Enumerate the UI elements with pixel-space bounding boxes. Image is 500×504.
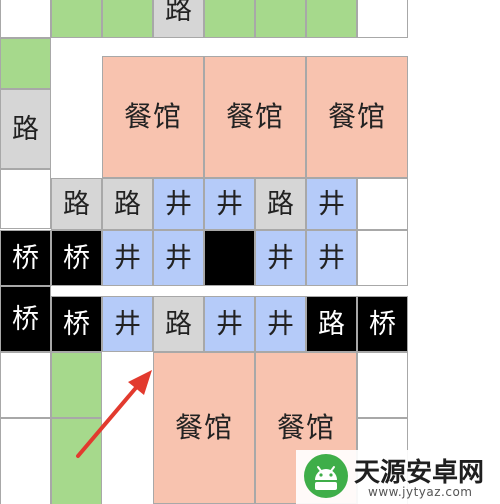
restaurant-label: 餐馆 (327, 100, 386, 133)
restaurant-block: 餐馆 (153, 352, 255, 504)
arrow-head (128, 370, 152, 395)
tile-road: 路 (153, 296, 204, 352)
tile-label: 井 (216, 188, 243, 220)
restaurant-block: 餐馆 (306, 56, 408, 178)
tile-bridge: 桥 (357, 296, 408, 352)
tile-road: 路 (51, 178, 102, 230)
tile-label: 路 (12, 113, 39, 145)
tile-empty (357, 230, 408, 286)
tile-empty (0, 418, 51, 504)
tile-label: 桥 (369, 308, 396, 340)
restaurant-label: 餐馆 (174, 411, 233, 444)
tile-label: 路 (165, 308, 192, 340)
tile-label: 井 (318, 242, 345, 274)
tile-label: 井 (318, 188, 345, 220)
tile-well: 井 (153, 230, 204, 286)
watermark: 天源安卓网 www.jytyaz.com (296, 450, 500, 504)
restaurant-label: 餐馆 (276, 411, 335, 444)
tile-label: 桥 (63, 242, 90, 274)
tile-empty (357, 352, 408, 418)
tile-grass (255, 0, 306, 38)
tile-road: 路 (102, 178, 153, 230)
tile-label: 路 (114, 188, 141, 220)
tile-road: 路 (255, 178, 306, 230)
restaurant-label: 餐馆 (225, 100, 284, 133)
tile-well: 井 (306, 178, 357, 230)
tile-label: 桥 (12, 303, 39, 335)
tile-grass (51, 0, 102, 38)
tile-label: 桥 (12, 242, 39, 274)
tile-label: 桥 (63, 308, 90, 340)
restaurant-block: 餐馆 (204, 56, 306, 178)
tile-label: 井 (165, 188, 192, 220)
tile-well: 井 (102, 296, 153, 352)
tile-grass (51, 418, 102, 504)
tile-empty (357, 178, 408, 230)
restaurant-block: 餐馆 (102, 56, 204, 178)
tile-empty (0, 169, 51, 229)
tile-empty (357, 0, 408, 38)
tile-label: 路 (318, 308, 345, 340)
tile-label: 井 (114, 308, 141, 340)
tile-empty (0, 352, 51, 418)
tile-well: 井 (255, 230, 306, 286)
tile-label: 路 (267, 188, 294, 220)
tile-grass (102, 0, 153, 38)
tile-well: 井 (255, 296, 306, 352)
android-logo-icon (304, 454, 348, 498)
watermark-url: www.jytyaz.com (368, 485, 473, 499)
tile-empty (0, 0, 51, 38)
tile-label: 井 (267, 242, 294, 274)
tile-bridge: 桥 (51, 296, 102, 352)
tile-well: 井 (306, 230, 357, 286)
watermark-title: 天源安卓网 (354, 458, 485, 488)
tile-label: 井 (114, 242, 141, 274)
tile-bridge: 桥 (0, 286, 51, 352)
tile-grass (0, 38, 51, 89)
tile-label: 井 (165, 242, 192, 274)
tile-road: 路 (153, 0, 204, 38)
tile-bridge: 路 (306, 296, 357, 352)
tile-label: 井 (216, 308, 243, 340)
restaurant-label: 餐馆 (123, 100, 182, 133)
tile-bridge: 桥 (51, 230, 102, 286)
tile-bridge: 桥 (0, 230, 51, 286)
tile-road: 路 (0, 89, 51, 169)
tile-well: 井 (153, 178, 204, 230)
tile-grass (51, 352, 102, 418)
tile-grass (204, 0, 255, 38)
tile-label: 路 (63, 188, 90, 220)
tile-bridge (204, 230, 255, 286)
tile-label: 路 (165, 0, 192, 26)
tile-well: 井 (102, 230, 153, 286)
tile-grass (306, 0, 357, 38)
arrow-shaft (76, 381, 142, 458)
tile-well: 井 (204, 178, 255, 230)
tile-label: 井 (267, 308, 294, 340)
tile-well: 井 (204, 296, 255, 352)
